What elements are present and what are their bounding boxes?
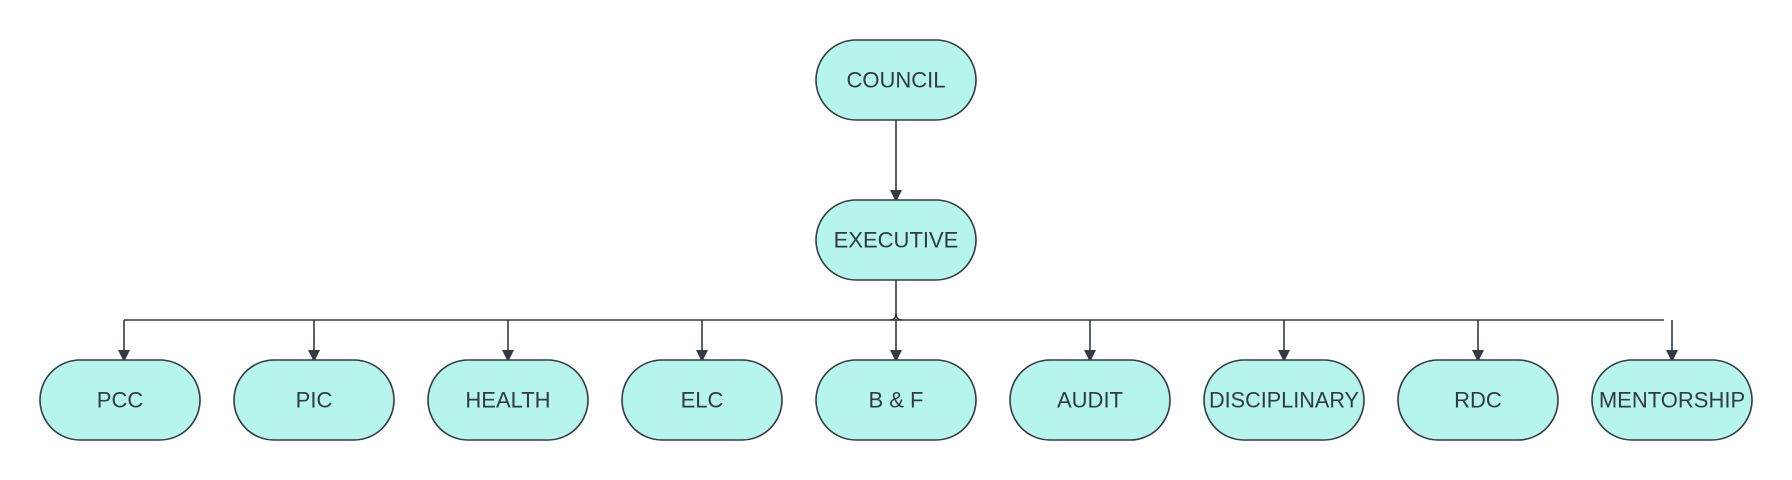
node-elc-shape [621, 359, 783, 441]
node-council-shape [815, 39, 977, 121]
node-pic[interactable]: PIC [233, 359, 395, 441]
node-executive-label: EXECUTIVE [834, 228, 959, 253]
node-audit-label: AUDIT [1057, 388, 1123, 413]
node-bf-shape [815, 359, 977, 441]
node-audit[interactable]: AUDIT [1009, 359, 1171, 441]
node-health[interactable]: HEALTH [427, 359, 589, 441]
node-disciplinary[interactable]: DISCIPLINARY [1203, 359, 1365, 441]
node-bf-label: B & F [868, 388, 923, 413]
node-executive-shape [815, 199, 977, 281]
node-mentorship-label: MENTORSHIP [1599, 388, 1745, 413]
node-pcc-label: PCC [97, 388, 144, 413]
node-bf[interactable]: B & F [815, 359, 977, 441]
node-health-label: HEALTH [465, 388, 550, 413]
node-executive[interactable]: EXECUTIVE [815, 199, 977, 281]
node-audit-shape [1009, 359, 1171, 441]
node-elc[interactable]: ELC [621, 359, 783, 441]
node-disciplinary-shape [1203, 359, 1365, 441]
node-pic-label: PIC [296, 388, 333, 413]
node-council-label: COUNCIL [846, 68, 945, 93]
node-council[interactable]: COUNCIL [815, 39, 977, 121]
node-pcc-shape [39, 359, 201, 441]
connectors [118, 120, 1678, 362]
node-mentorship[interactable]: MENTORSHIP [1591, 359, 1753, 441]
node-pic-shape [233, 359, 395, 441]
node-mentorship-shape [1591, 359, 1753, 441]
node-health-shape [427, 359, 589, 441]
node-rdc-shape [1397, 359, 1559, 441]
node-pcc[interactable]: PCC [39, 359, 201, 441]
node-elc-label: ELC [681, 388, 724, 413]
node-disciplinary-label: DISCIPLINARY [1209, 388, 1359, 413]
connector-bus-curve-left [889, 313, 897, 321]
node-rdc[interactable]: RDC [1397, 359, 1559, 441]
connector-bus-curve-right [895, 313, 903, 321]
node-rdc-label: RDC [1454, 388, 1502, 413]
nodes: COUNCIL EXECUTIVE PCC PIC HEALTH ELC B &… [39, 39, 1753, 441]
